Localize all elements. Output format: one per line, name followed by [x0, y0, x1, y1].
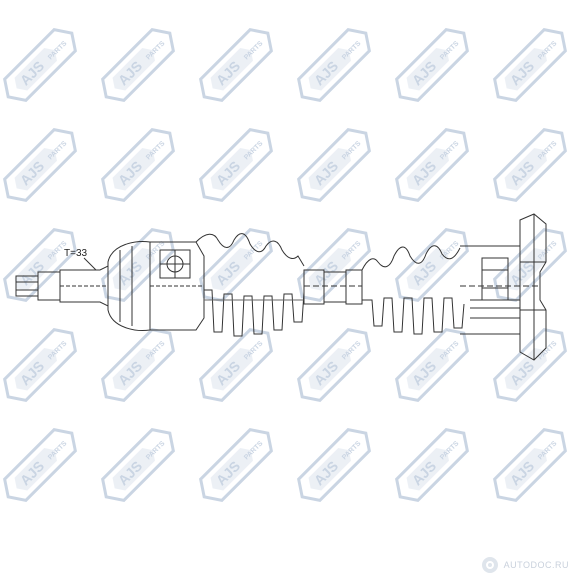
- autodoc-badge-icon: [481, 557, 498, 573]
- footer-text: AUTODOC.RU: [503, 560, 569, 570]
- left-boot-top: [195, 233, 305, 267]
- left-spline-stub: [15, 265, 109, 307]
- right-boot-body: [362, 297, 465, 335]
- inner-tripod-joint: [460, 245, 540, 335]
- right-flange: [519, 213, 547, 361]
- outer-cv-joint: [107, 241, 205, 331]
- shaft-bar: [303, 269, 363, 305]
- spline-count-label: T=33: [64, 248, 88, 259]
- footer-watermark: AUTODOC.RU: [481, 557, 569, 573]
- right-boot-top: [361, 245, 461, 271]
- spline-leader: [83, 257, 97, 271]
- left-boot-body: [204, 289, 305, 337]
